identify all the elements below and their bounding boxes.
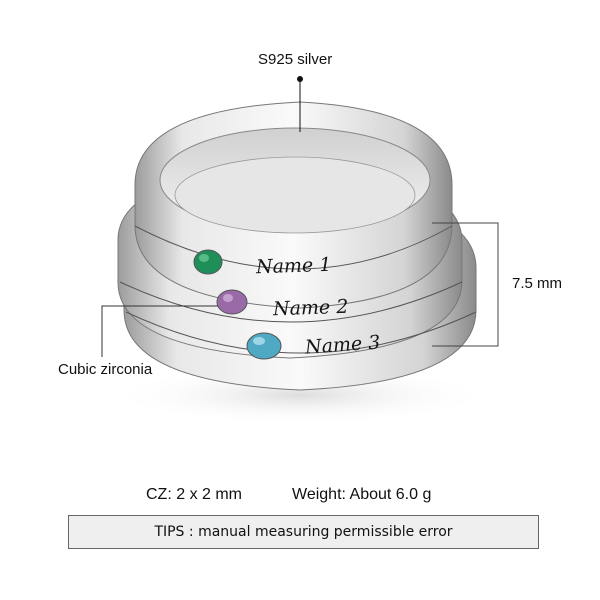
tips-text: TIPS : manual measuring permissible erro… xyxy=(154,524,453,540)
weight-spec: Weight: About 6.0 g xyxy=(292,486,432,503)
height-label: 7.5 mm xyxy=(512,275,563,292)
material-label: S925 silver xyxy=(258,51,333,68)
engraving-name-1: Name 1 xyxy=(255,253,332,279)
engraving-name-2: Name 2 xyxy=(272,295,349,321)
blue-stone xyxy=(246,332,282,360)
tips-box: TIPS : manual measuring permissible erro… xyxy=(68,515,539,549)
green-stone xyxy=(193,249,223,275)
purple-stone xyxy=(216,289,248,315)
cz-size-spec: CZ: 2 x 2 mm xyxy=(146,486,243,503)
stone-label: Cubic zirconia xyxy=(58,361,153,378)
